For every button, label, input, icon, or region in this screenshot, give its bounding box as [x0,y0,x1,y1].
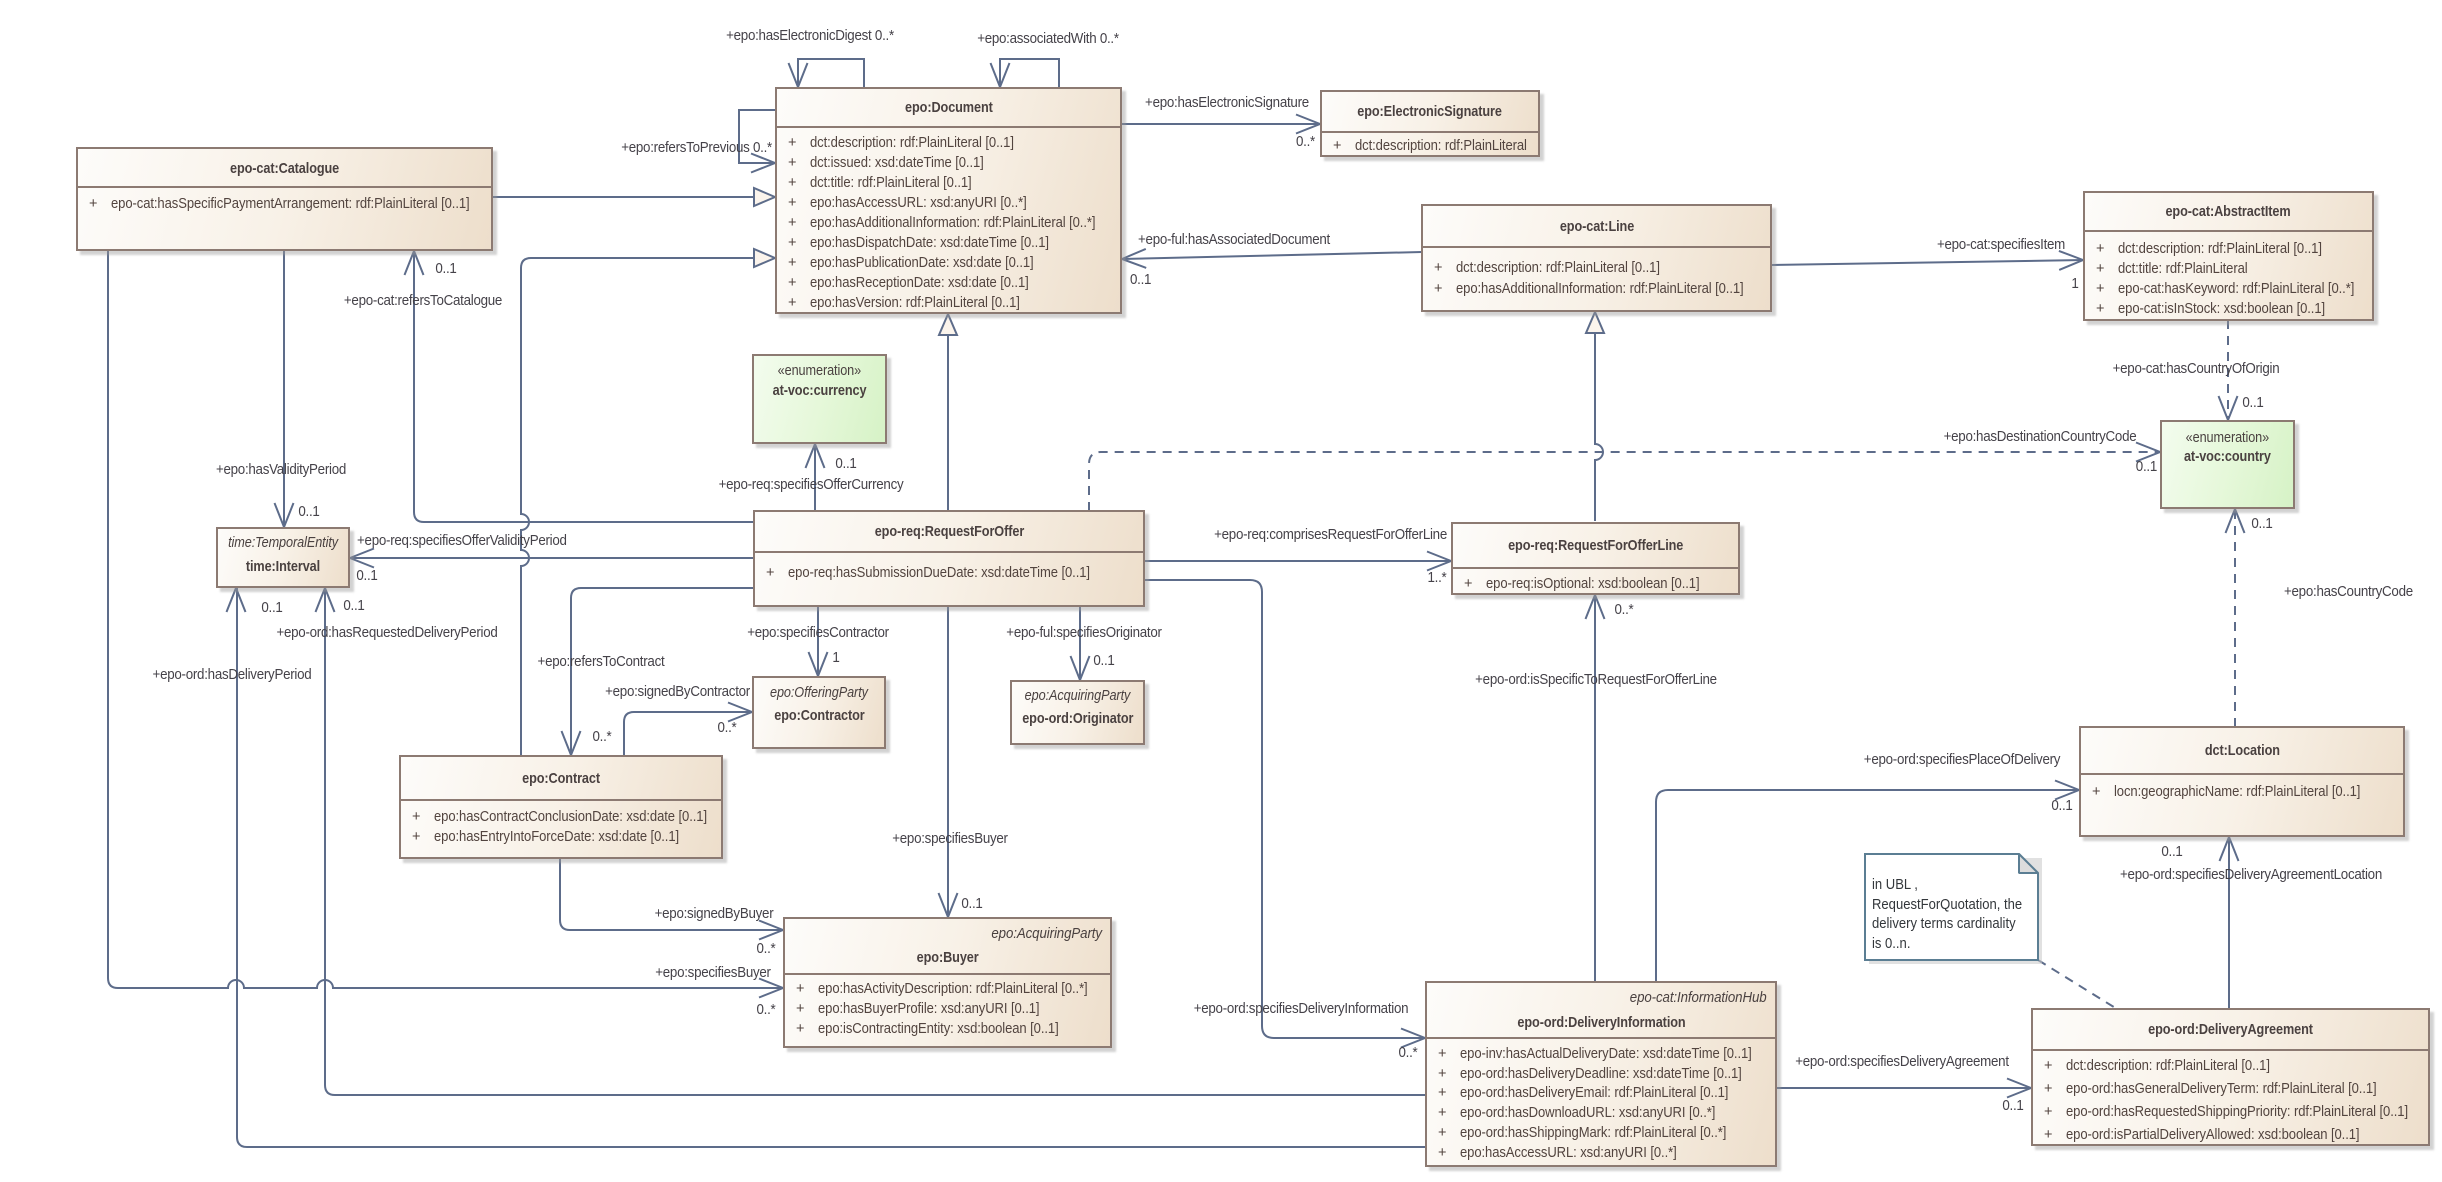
svg-text:0..*: 0..* [1615,601,1634,618]
svg-text:+epo:hasValidityPeriod: +epo:hasValidityPeriod [216,461,346,478]
svg-text:0..1: 0..1 [835,455,856,472]
svg-text:0..1: 0..1 [356,567,377,584]
svg-text:+epo:refersToPrevious 0..*: +epo:refersToPrevious 0..* [621,139,772,156]
svg-text:1: 1 [2071,275,2078,292]
svg-text:0..1: 0..1 [2051,797,2072,814]
svg-text:+epo-cat:refersToCatalogue: +epo-cat:refersToCatalogue [344,292,502,309]
svg-text:+epo-ord:specifiesDeliveryAgre: +epo-ord:specifiesDeliveryAgreementLocat… [2120,866,2382,883]
svg-text:0..*: 0..* [1399,1044,1418,1061]
svg-text:+epo:associatedWith 0..*: +epo:associatedWith 0..* [977,30,1119,47]
svg-text:0..1: 0..1 [2136,458,2157,475]
svg-text:+epo:hasDestinationCountryCode: +epo:hasDestinationCountryCode [1944,428,2137,445]
svg-text:0..1: 0..1 [2251,515,2272,532]
svg-text:0..*: 0..* [718,719,737,736]
svg-text:+epo:hasElectronicSignature: +epo:hasElectronicSignature [1145,94,1309,111]
svg-text:0..*: 0..* [593,728,612,745]
svg-text:0..*: 0..* [757,1001,776,1018]
svg-text:0..*: 0..* [757,940,776,957]
svg-text:0..1: 0..1 [435,260,456,277]
svg-text:0..1: 0..1 [2002,1097,2023,1114]
svg-text:+epo:specifiesContractor: +epo:specifiesContractor [747,624,889,641]
svg-text:0..1: 0..1 [2161,843,2182,860]
svg-text:0..1: 0..1 [1093,652,1114,669]
svg-text:1: 1 [832,649,839,666]
svg-text:0..1: 0..1 [298,503,319,520]
svg-text:0..1: 0..1 [1130,271,1151,288]
svg-text:0..1: 0..1 [961,895,982,912]
svg-text:0..1: 0..1 [261,599,282,616]
svg-text:+epo-req:comprisesRequestForOf: +epo-req:comprisesRequestForOfferLine [1214,526,1447,543]
svg-text:0..1: 0..1 [2242,394,2263,411]
svg-text:+epo:refersToContract: +epo:refersToContract [538,653,666,670]
svg-text:+epo-ord:specifiesDeliveryAgre: +epo-ord:specifiesDeliveryAgreement [1795,1053,2010,1070]
svg-text:+epo:specifiesBuyer: +epo:specifiesBuyer [655,964,771,981]
svg-text:+epo-req:specifiesOfferCurrenc: +epo-req:specifiesOfferCurrency [719,476,905,493]
svg-text:+epo-ord:hasDeliveryPeriod: +epo-ord:hasDeliveryPeriod [153,666,312,683]
svg-text:+epo-cat:hasCountryOfOrigin: +epo-cat:hasCountryOfOrigin [2113,360,2280,377]
svg-text:+epo-cat:specifiesItem: +epo-cat:specifiesItem [1937,236,2065,253]
svg-text:+epo:hasElectronicDigest 0..*: +epo:hasElectronicDigest 0..* [726,27,894,44]
svg-text:+epo:hasCountryCode: +epo:hasCountryCode [2284,583,2413,600]
svg-text:+epo:specifiesBuyer: +epo:specifiesBuyer [892,830,1008,847]
svg-text:1..*: 1..* [1428,569,1447,586]
svg-text:0..*: 0..* [1296,133,1315,150]
svg-text:+epo-ord:isSpecificToRequestFo: +epo-ord:isSpecificToRequestForOfferLine [1475,671,1717,688]
svg-text:+epo:signedByBuyer: +epo:signedByBuyer [655,905,774,922]
svg-text:+epo-req:specifiesOfferValidit: +epo-req:specifiesOfferValidityPeriod [357,532,567,549]
svg-text:+epo-ful:hasAssociatedDocument: +epo-ful:hasAssociatedDocument [1138,231,1331,248]
svg-text:+epo-ord:specifiesPlaceOfDeliv: +epo-ord:specifiesPlaceOfDelivery [1864,751,2061,768]
svg-text:+epo-ful:specifiesOriginator: +epo-ful:specifiesOriginator [1006,624,1162,641]
svg-text:+epo-ord:specifiesDeliveryInfo: +epo-ord:specifiesDeliveryInformation [1194,1000,1409,1017]
svg-text:0..1: 0..1 [343,597,364,614]
svg-text:+epo-ord:hasRequestedDeliveryP: +epo-ord:hasRequestedDeliveryPeriod [276,624,497,641]
svg-text:+epo:signedByContractor: +epo:signedByContractor [605,683,750,700]
